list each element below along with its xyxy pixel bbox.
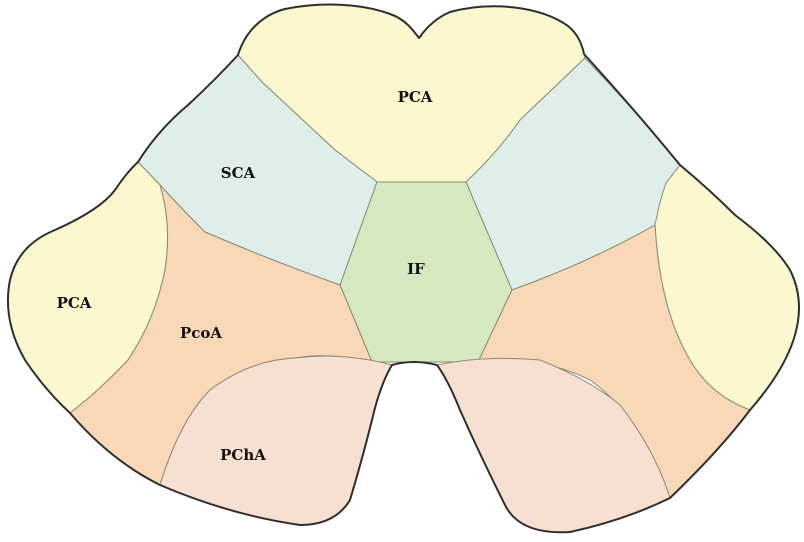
label-pca-left: PCA xyxy=(57,294,92,312)
label-pcha: PChA xyxy=(220,446,266,464)
label-sca: SCA xyxy=(221,164,256,182)
label-if: IF xyxy=(407,260,425,278)
diagram-outline xyxy=(6,3,800,534)
label-pca-top: PCA xyxy=(398,88,433,106)
label-pcoa: PcoA xyxy=(180,324,222,342)
